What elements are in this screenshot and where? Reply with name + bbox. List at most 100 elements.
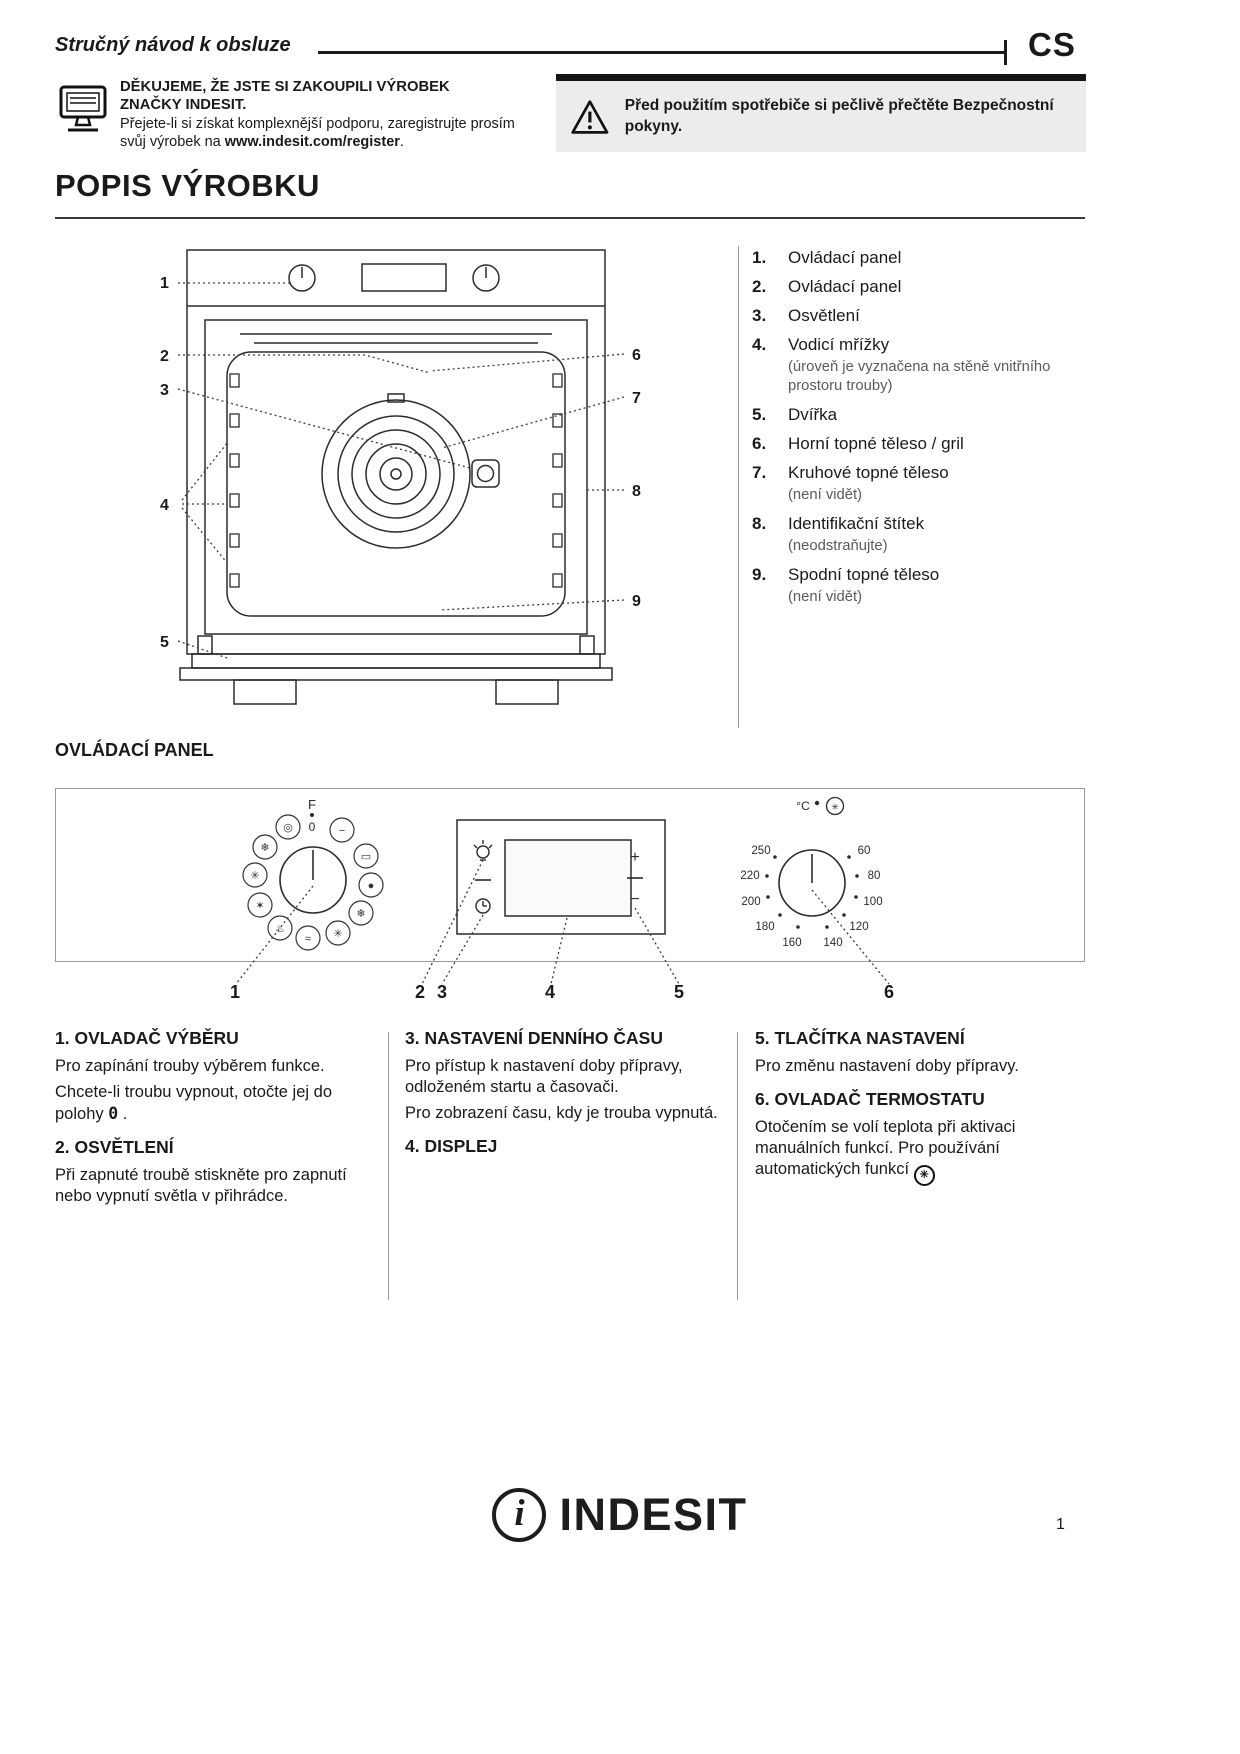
lamp-icon xyxy=(473,840,493,861)
svg-text:❄: ❄ xyxy=(356,908,365,920)
legend-paragraph: Pro změnu nastavení doby přípravy. xyxy=(755,1057,1019,1075)
oven-cavity-outer xyxy=(204,319,588,635)
plus-button: + xyxy=(630,849,639,866)
legend-paragraph: Chcete-li troubu vypnout, otočte jej do … xyxy=(55,1083,332,1124)
legend-heading-5: 5. TLAČÍTKA NASTAVENÍ xyxy=(755,1028,965,1048)
door-bottom xyxy=(179,635,613,705)
part-item-8-note: (neodstraňujte) xyxy=(788,537,888,554)
indesit-logo-icon: i xyxy=(492,1488,547,1542)
oven-callout-7: 7 xyxy=(632,390,641,407)
legend-heading-2: 2. OSVĚTLENÍ xyxy=(55,1137,174,1158)
svg-text:−: − xyxy=(339,825,345,837)
temp-120: 120 xyxy=(849,921,868,933)
legend-divider-2 xyxy=(737,1032,738,1300)
register-url: www.indesit.com/register xyxy=(224,134,400,151)
legend-col-1: 1. OVLADAČ VÝBĚRU Pro zapínání trouby vý… xyxy=(55,1028,369,1213)
indesit-logo: i INDESIT xyxy=(0,1488,1240,1542)
temp-250: 250 xyxy=(751,845,770,857)
section-title-rule xyxy=(55,217,1085,219)
safety-warning-box: Před použitím spotřebiče si pečlivě přeč… xyxy=(556,74,1086,152)
oven-display-window xyxy=(361,263,447,292)
clock-icon xyxy=(475,898,491,914)
svg-text:✳: ✳ xyxy=(250,870,259,882)
legend-paragraph: Pro zapínání trouby výběrem funkce. xyxy=(55,1057,325,1075)
warning-triangle-icon xyxy=(571,99,609,134)
oven-diagram: 1 2 3 4 5 6 7 8 9 xyxy=(160,249,641,705)
panel-callout-2: 2 xyxy=(415,982,425,1002)
oven-knob-right xyxy=(472,264,500,292)
panel-callout-6: 6 xyxy=(884,982,894,1002)
temp-100: 100 xyxy=(863,896,882,908)
thermostat-scale-dots xyxy=(765,855,859,929)
auto-function-dial-icon xyxy=(825,796,845,816)
svg-text:▭: ▭ xyxy=(361,851,371,863)
auto-function-icon: ✳ xyxy=(913,1165,935,1187)
oven-callout-8: 8 xyxy=(632,483,641,500)
legend-col-2: 3. NASTAVENÍ DENNÍHO ČASU Pro přístup k … xyxy=(405,1028,721,1164)
part-item-9: 9.Spodní topné těleso xyxy=(752,564,940,584)
callout-leader-lines xyxy=(177,282,625,660)
panel-callout-3: 3 xyxy=(437,982,447,1002)
page-number: 1 xyxy=(1056,1516,1065,1533)
display xyxy=(456,819,666,935)
oven-callout-4: 4 xyxy=(160,497,169,514)
thanks-line-1: DĚKUJEME, ŽE JSTE SI ZAKOUPILI VÝROBEK xyxy=(120,79,450,95)
legend-divider-1 xyxy=(388,1032,389,1300)
oven-callout-5: 5 xyxy=(160,634,169,651)
svg-text:≈: ≈ xyxy=(305,933,311,945)
part-item-9-note: (není vidět) xyxy=(788,588,863,605)
oven-callout-1: 1 xyxy=(160,275,169,292)
oven-callout-9: 9 xyxy=(632,593,641,610)
support-line: Přejete-li si získat komplexnější podpor… xyxy=(120,115,515,151)
circular-heating-element xyxy=(321,393,471,549)
thermostat-scale: 250 220 200 180 160 140 120 100 80 60 xyxy=(740,845,882,949)
oven-callout-2: 2 xyxy=(160,348,169,365)
control-panel-diagram: F 0 ◎❄✳ ✶♨≈ ✳❄● ▭− + xyxy=(55,788,1085,1002)
svg-text:✳: ✳ xyxy=(333,928,342,940)
function-knob xyxy=(279,846,347,914)
part-item-4-note: (úroveň je vyznačena na stěně vnitřního … xyxy=(788,359,1051,394)
legend-paragraph: Otočením se volí teplota při aktivaci ma… xyxy=(755,1117,1087,1187)
shelf-rails xyxy=(229,373,563,588)
oven-body xyxy=(186,249,606,655)
function-icon-glyphs: ◎❄✳ ✶♨≈ ✳❄● ▭− xyxy=(250,822,374,945)
legend-col-3: 5. TLAČÍTKA NASTAVENÍ Pro změnu nastaven… xyxy=(755,1028,1087,1191)
temp-220: 220 xyxy=(740,870,759,882)
legend-heading-4: 4. DISPLEJ xyxy=(405,1136,498,1157)
thermostat-knob xyxy=(778,849,846,917)
register-monitor-icon xyxy=(59,85,107,132)
svg-text:●: ● xyxy=(368,880,375,892)
part-item-8: 8.Identifikační štítek xyxy=(752,513,925,533)
legend-heading-1: 1. OVLADAČ VÝBĚRU xyxy=(55,1028,239,1048)
temp-80: 80 xyxy=(868,870,881,882)
top-heating-element xyxy=(240,333,552,344)
svg-text:❄: ❄ xyxy=(260,842,269,854)
temp-140: 140 xyxy=(823,937,842,949)
intro-text: DĚKUJEME, ŽE JSTE SI ZAKOUPILI VÝROBEK Z… xyxy=(120,78,540,151)
part-item-6: 6.Horní topné těleso / gril xyxy=(752,433,964,453)
part-item-5: 5.Dvířka xyxy=(752,404,838,424)
legend-heading-3: 3. NASTAVENÍ DENNÍHO ČASU xyxy=(405,1028,663,1048)
temp-200: 200 xyxy=(741,896,760,908)
legend-paragraph: Pro zobrazení času, kdy je trouba vypnut… xyxy=(405,1104,718,1123)
knob-zero-label: 0 xyxy=(309,820,316,834)
temp-160: 160 xyxy=(782,937,801,949)
panel-callout-5: 5 xyxy=(674,982,684,1002)
section-title-product: POPIS VÝROBKU xyxy=(55,168,320,203)
oven-cavity-inner xyxy=(226,351,566,617)
doc-title: Stručný návod k obsluze xyxy=(55,34,291,56)
parts-list: 1.Ovládací panel 2.Ovládací panel 3.Osvě… xyxy=(752,248,1086,616)
part-item-4: 4.Vodicí mřížky xyxy=(752,335,890,354)
knob-f-label: F xyxy=(308,797,316,812)
svg-text:✳: ✳ xyxy=(831,802,839,812)
header-rule xyxy=(318,51,1006,54)
svg-text:◎: ◎ xyxy=(283,822,293,834)
oven-knob-left xyxy=(288,264,316,292)
zero-position-glyph: 0 xyxy=(108,1104,119,1124)
language-code: CS xyxy=(1028,26,1076,63)
svg-text:♨: ♨ xyxy=(275,923,285,935)
oven-callout-3: 3 xyxy=(160,382,169,399)
panel-leader-lines xyxy=(235,859,890,985)
legend-heading-6: 6. OVLADAČ TERMOSTATU xyxy=(755,1089,985,1110)
minus-button: − xyxy=(630,891,639,908)
